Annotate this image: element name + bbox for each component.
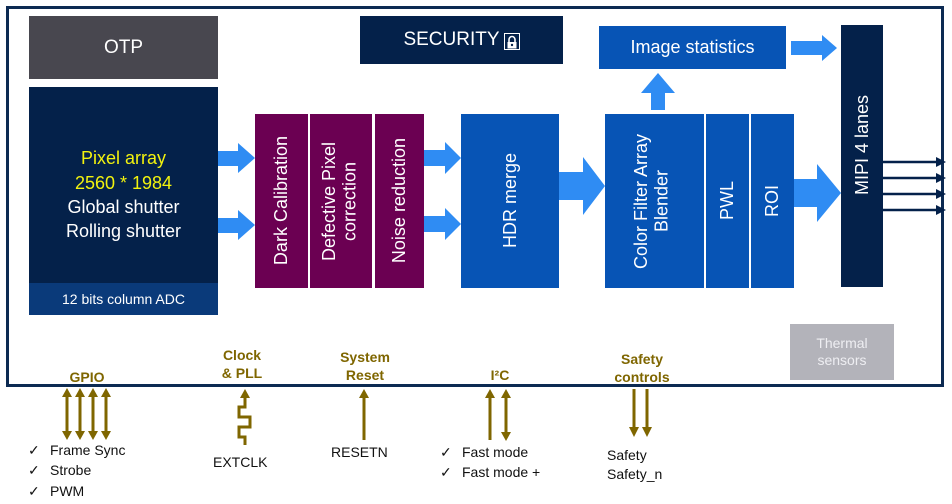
resetn-arrow	[359, 389, 369, 440]
check-icon: ✓	[440, 444, 452, 460]
clock-title-line1: Clock	[222, 347, 262, 363]
gpio-title: GPIO	[69, 369, 105, 385]
extclk-arrow	[237, 389, 252, 445]
arrow-noise-to-hdr-1	[424, 142, 461, 174]
check-icon: ✓	[440, 464, 452, 481]
safety-signals-list: Safety Safety_n	[607, 446, 662, 484]
check-icon: ✓	[28, 482, 40, 499]
global-shutter-label: Global shutter	[67, 197, 180, 217]
lock-icon	[503, 32, 520, 50]
check-icon: ✓	[28, 442, 40, 458]
arrow-stats-to-mipi	[791, 35, 837, 61]
rolling-shutter-label: Rolling shutter	[65, 221, 182, 242]
resetn-label: RESETN	[331, 444, 388, 460]
gpio-arrows	[62, 388, 111, 440]
gpio-item-label: Strobe	[50, 462, 92, 479]
roi-block: ROI	[751, 114, 794, 288]
gpio-item-label: PWM	[50, 482, 85, 499]
dark-calibration-block: Dark Calibration	[255, 114, 308, 288]
clock-title-line2: & PLL	[221, 365, 263, 382]
gpio-item-label: Frame Sync	[50, 442, 126, 458]
safety-title-line2: controls	[614, 369, 670, 386]
pixel-array-title: Pixel array	[80, 148, 167, 169]
list-item: ✓ PWM	[28, 481, 125, 501]
gpio-functions-list: ✓ Frame Sync ✓ Strobe ✓ PWM	[28, 440, 125, 501]
pwl-block: PWL	[706, 114, 749, 288]
list-item: ✓ Fast mode	[440, 442, 540, 462]
arrow-noise-to-hdr-2	[424, 208, 461, 240]
safety-n-signal: Safety_n	[607, 465, 663, 482]
noise-reduction-block: Noise reduction	[375, 114, 424, 288]
adc-label: 12 bits column ADC	[62, 291, 185, 307]
pixel-array-resolution: 2560 * 1984	[74, 172, 173, 193]
otp-block: OTP	[29, 16, 218, 79]
defective-pixel-block: Defective Pixel correction	[310, 114, 372, 288]
security-label: SECURITY	[403, 29, 500, 50]
hdr-merge-block: HDR merge	[461, 114, 559, 288]
i2c-item-label: Fast mode +	[462, 464, 541, 481]
thermal-sensors-block: Thermal sensors	[790, 324, 894, 380]
column-adc-block: 12 bits column ADC	[29, 283, 218, 315]
list-item: ✓ Strobe	[28, 460, 125, 480]
arrow-hdr-to-cfa	[559, 157, 605, 215]
i2c-title: I²C	[490, 367, 510, 383]
extclk-label: EXTCLK	[213, 454, 268, 470]
mipi-lanes-output	[883, 157, 946, 215]
i2c-modes-list: ✓ Fast mode ✓ Fast mode +	[440, 442, 540, 483]
mipi-block: MIPI 4 lanes	[841, 25, 883, 287]
security-block: SECURITY	[360, 16, 563, 64]
list-item: ✓ Frame Sync	[28, 440, 125, 460]
arrow-pixel-to-dark-2	[218, 210, 255, 240]
reset-title-line2: Reset	[345, 367, 385, 384]
i2c-item-label: Fast mode	[462, 444, 529, 460]
otp-label: OTP	[103, 36, 144, 58]
cfa-blender-block: Color Filter Array Blender	[605, 114, 704, 288]
list-item: ✓ Fast mode +	[440, 462, 540, 482]
pixel-array-block: Pixel array 2560 * 1984 Global shutter R…	[29, 87, 218, 315]
check-icon: ✓	[28, 462, 40, 479]
image-statistics-block: Image statistics	[599, 26, 786, 69]
safety-signal: Safety	[607, 447, 647, 463]
arrow-cfa-to-stats	[641, 73, 675, 110]
arrow-roi-to-mipi	[794, 164, 841, 222]
clock-pll-title: Clock & PLL	[212, 346, 272, 382]
safety-title-line1: Safety	[620, 351, 664, 367]
i2c-arrows	[485, 389, 511, 441]
thermal-sensors-label: Thermal sensors	[816, 334, 868, 369]
image-statistics-label: Image statistics	[630, 37, 755, 57]
arrow-pixel-to-dark-1	[218, 143, 255, 173]
safety-controls-title: Safety controls	[602, 350, 682, 386]
system-reset-title: System Reset	[330, 348, 400, 384]
safety-arrows	[629, 389, 652, 437]
reset-title-line1: System	[340, 349, 390, 365]
